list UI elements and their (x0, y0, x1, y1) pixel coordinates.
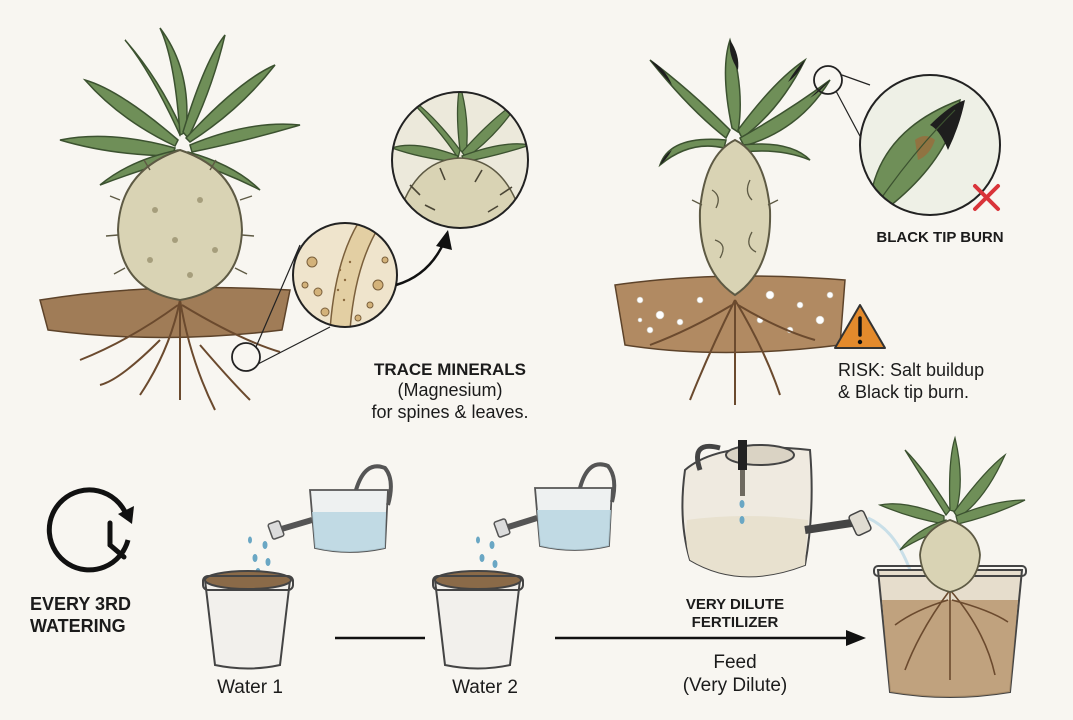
roots-left (79, 299, 281, 411)
leaves-right (649, 37, 831, 168)
step-water-2: Water 2 (452, 677, 518, 698)
root-highlight-marker (231, 342, 261, 372)
root-zoom-inset (292, 222, 398, 328)
soil-right (614, 275, 846, 354)
schedule-label: EVERY 3RD WATERING (30, 594, 180, 637)
burned-plant (614, 37, 846, 405)
spine-zoom-inset (391, 91, 529, 229)
clock-cycle-icon (46, 487, 134, 573)
watering-can-2 (476, 462, 617, 579)
fertilizer-label: VERY DILUTE FERTILIZER (650, 596, 820, 632)
schedule-line-2: WATERING (30, 615, 126, 636)
pot-1 (202, 570, 294, 670)
black-tip-burn-label: BLACK TIP BURN (876, 229, 1004, 246)
pot-2 (432, 570, 524, 670)
trunk-right (698, 138, 772, 297)
step-water-1: Water 1 (217, 677, 283, 698)
feed-title: Feed (713, 652, 757, 673)
minerals-label: TRACE MINERALS (Magnesium) for spines & … (330, 360, 570, 424)
fertilizer-line-2: FERTILIZER (691, 614, 779, 631)
step-arrowhead (846, 630, 866, 646)
fed-plant-pot (873, 435, 1027, 698)
minerals-title: TRACE MINERALS (373, 360, 527, 379)
watering-can-1 (248, 464, 393, 576)
roots-right (649, 299, 816, 405)
cross-icon (973, 184, 1000, 211)
schedule-line-1: EVERY 3RD (30, 594, 132, 614)
risk-label: RISK: Salt buildup & Black tip burn. (838, 360, 1048, 403)
fertilizer-watering-can (681, 440, 912, 578)
fertilizer-line-1: VERY DILUTE (685, 596, 785, 613)
minerals-description: for spines & leaves. (371, 401, 529, 422)
risk-line-1: RISK: Salt buildup (838, 360, 985, 380)
zoom-arrow (395, 239, 447, 287)
healthy-plant (39, 27, 301, 411)
warning-icon (834, 304, 886, 349)
leaf-tip-zoom-inset (859, 74, 1001, 216)
tip-highlight-marker (813, 65, 843, 95)
feed-label: Feed (Very Dilute) (650, 652, 820, 698)
feed-subtitle: (Very Dilute) (682, 674, 788, 696)
soil-left (39, 286, 291, 339)
minerals-subtitle: (Magnesium) (397, 380, 503, 401)
risk-line-2: & Black tip burn. (838, 381, 970, 402)
